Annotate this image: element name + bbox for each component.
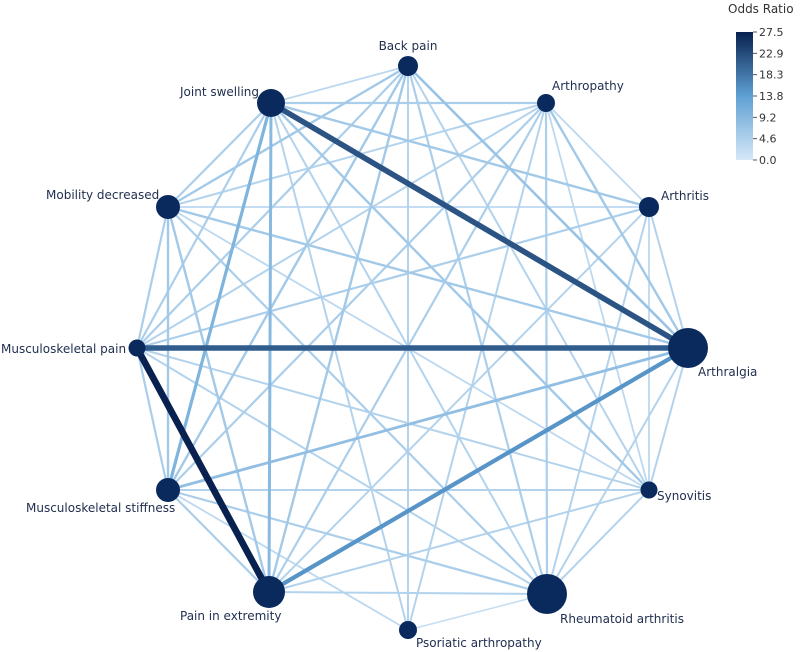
edge-back-ra (406, 65, 549, 595)
legend-tick-label: 9.2 (759, 111, 777, 124)
edge-extremity-arthritis (268, 206, 650, 593)
node-arthralgia (668, 328, 708, 368)
node-label-psoriatic: Psoriatic arthropathy (416, 636, 542, 650)
edge-mskpain-extremity (134, 346, 272, 594)
edge-mskpain-synovitis (136, 347, 650, 491)
edge-back-arthralgia (407, 65, 689, 349)
node-arthropathy (537, 94, 555, 112)
edge-swelling-arthralgia (269, 100, 690, 351)
legend-tick-label: 27.5 (759, 26, 784, 39)
node-stiffness (156, 478, 180, 502)
node-ra (527, 574, 567, 614)
legend-tick-label: 4.6 (759, 133, 777, 146)
edge-arthritis-arthralgia (648, 206, 689, 349)
edge-swelling-stiffness (166, 102, 273, 491)
edge-extremity-back (267, 65, 410, 593)
node-arthritis (639, 197, 659, 217)
legend-tick-label: 13.8 (759, 90, 784, 103)
edge-arthropathy-arthritis (545, 102, 650, 208)
edge-stiffness-arthralgia (167, 346, 689, 492)
edge-swelling-mobility (167, 102, 272, 208)
edge-stiffness-arthropathy (167, 102, 547, 491)
edge-swelling-synovitis (270, 102, 650, 491)
edge-mobility-arthralgia (167, 205, 689, 350)
edge-arthropathy-psoriatic (407, 102, 547, 631)
legend-tick-label: 0.0 (759, 154, 777, 167)
edge-mobility-back (167, 64, 409, 209)
node-psoriatic (399, 621, 417, 639)
edge-mskpain-ra (136, 347, 548, 595)
edge-synovitis-arthralgia (648, 347, 689, 491)
edge-mobility-ra (167, 206, 548, 595)
edge-ra-synovitis (546, 489, 650, 595)
edge-mobility-mskpain (135, 206, 170, 349)
edge-stiffness-back (166, 65, 410, 491)
node-label-back: Back pain (379, 39, 438, 53)
edge-swelling-arthritis (270, 101, 650, 209)
edge-extremity-arthralgia (267, 346, 690, 594)
legend-tick-label: 22.9 (759, 47, 784, 60)
edge-ra-psoriatic (407, 593, 548, 631)
node-label-ra: Rheumatoid arthritis (560, 612, 684, 626)
edge-mskpain-stiffness (135, 347, 170, 491)
node-label-mskpain: Musculoskeletal pain (1, 342, 126, 356)
edge-extremity-stiffness (167, 489, 270, 593)
edge-ra-arthralgia (546, 347, 689, 595)
node-label-stiffness: Musculoskeletal stiffness (26, 501, 175, 515)
edge-mskpain-back (136, 65, 409, 349)
legend-ticks: 27.5 22.9 18.3 13.8 9.2 4.6 0.0 (753, 26, 784, 167)
node-label-synovitis: Synovitis (657, 489, 711, 503)
edges-layer (134, 64, 690, 631)
node-label-arthritis: Arthritis (661, 189, 709, 203)
node-back (398, 56, 418, 76)
node-label-swelling: Joint swelling (179, 85, 259, 99)
nodes-layer (128, 56, 708, 639)
node-synovitis (640, 481, 658, 499)
node-extremity (253, 576, 285, 608)
legend-colorbar (736, 32, 753, 160)
edge-mskpain-arthritis (136, 205, 650, 350)
node-mskpain (128, 339, 146, 357)
legend-title: Odds Ratio (728, 2, 794, 16)
node-label-arthralgia: Arthralgia (698, 365, 757, 379)
edge-swelling-mskpain (136, 102, 272, 349)
node-label-extremity: Pain in extremity (180, 609, 281, 623)
node-label-arthropathy: Arthropathy (552, 79, 624, 93)
node-label-mobility: Mobility decreased (46, 188, 159, 202)
edge-back-synovitis (407, 65, 650, 491)
edge-swelling-psoriatic (270, 102, 409, 631)
edge-swelling-back (270, 65, 409, 104)
legend: Odds Ratio 27.5 22.9 18.3 13.8 9.2 4.6 0.0 (728, 2, 794, 167)
labels-layer: Back painArthropathyArthritisArthralgiaS… (1, 39, 757, 650)
edge-arthropathy-arthralgia (544, 102, 690, 349)
legend-tick-label: 18.3 (759, 69, 784, 82)
node-mobility (156, 195, 180, 219)
node-swelling (257, 89, 285, 117)
edge-mskpain-arthropathy (136, 102, 547, 349)
